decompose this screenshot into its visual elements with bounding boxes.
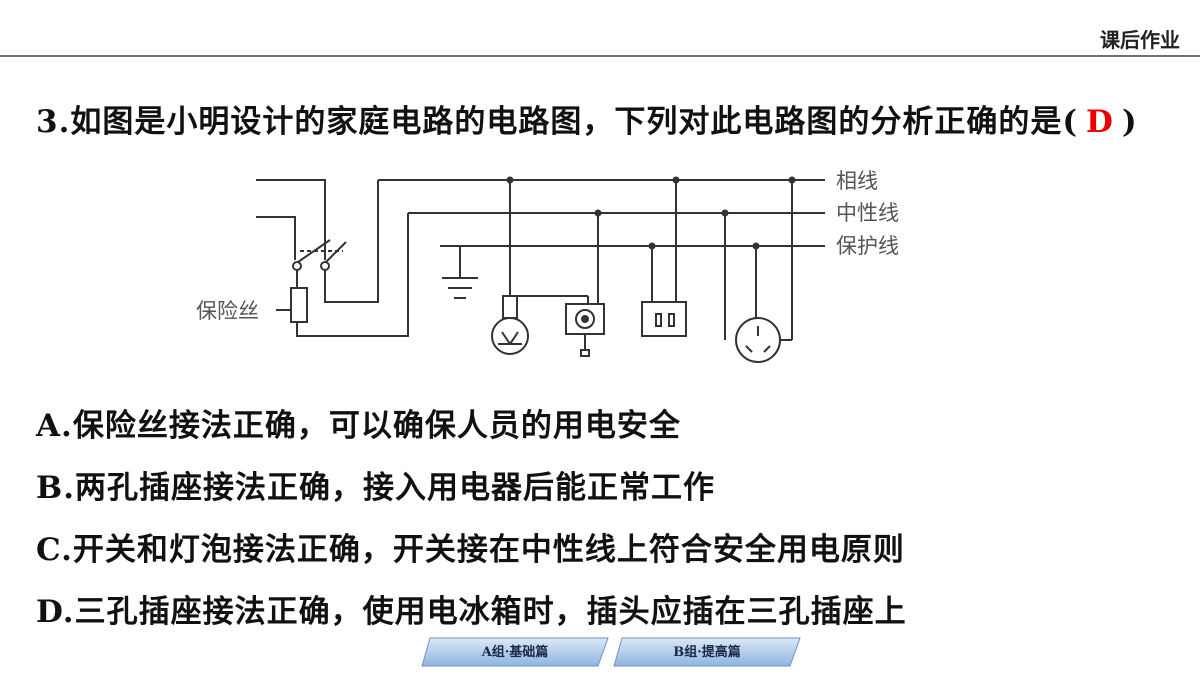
tab-group-a[interactable]: A组·基础篇 [420, 636, 610, 668]
section-title: 课后作业 [1100, 28, 1180, 52]
three-hole-socket [735, 317, 781, 363]
option-text: 三孔插座接法正确，使用电冰箱时，插头应插在三孔插座上 [74, 594, 907, 630]
option-letter: A. [36, 408, 73, 444]
label-neutral: 中性线 [836, 201, 899, 225]
option-b: B.两孔插座接法正确，接入用电器后能正常工作 [36, 460, 907, 522]
tab-shape [421, 637, 609, 667]
question-number: 3. [36, 104, 71, 140]
option-letter: D. [36, 594, 75, 630]
lamp-bulb [491, 317, 529, 355]
two-hole-socket [641, 301, 687, 337]
tab-shape [613, 637, 801, 667]
label-live: 相线 [836, 169, 878, 193]
option-a: A.保险丝接法正确，可以确保人员的用电安全 [36, 398, 907, 460]
option-c: C.开关和灯泡接法正确，开关接在中性线上符合安全用电原则 [36, 522, 907, 584]
question-close: ) [1121, 104, 1138, 140]
option-d: D.三孔插座接法正确，使用电冰箱时，插头应插在三孔插座上 [36, 584, 907, 646]
answer-options: A.保险丝接法正确，可以确保人员的用电安全 B.两孔插座接法正确，接入用电器后能… [36, 398, 907, 646]
tab-group-a-label: A组·基础篇 [481, 645, 549, 660]
fuse-symbol [290, 287, 308, 323]
tab-group-b[interactable]: B组·提高篇 [612, 636, 802, 668]
option-letter: C. [36, 532, 73, 568]
tab-group-b-label: B组·提高篇 [673, 645, 741, 660]
answer-letter: D [1086, 104, 1114, 140]
option-text: 保险丝接法正确，可以确保人员的用电安全 [72, 408, 681, 444]
question-text: 如图是小明设计的家庭电路的电路图，下列对此电路图的分析正确的是( [70, 104, 1079, 140]
option-text: 两孔插座接法正确，接入用电器后能正常工作 [75, 470, 715, 506]
label-fuse: 保险丝 [196, 299, 259, 323]
option-text: 开关和灯泡接法正确，开关接在中性线上符合安全用电原则 [72, 532, 905, 568]
label-ground: 保护线 [836, 234, 899, 258]
circuit-diagram: 相线 中性线 保护线 保险丝 [196, 169, 899, 363]
header-divider [0, 55, 1200, 57]
question-stem: 3.如图是小明设计的家庭电路的电路图，下列对此电路图的分析正确的是(D) [36, 94, 1176, 150]
option-letter: B. [36, 470, 75, 506]
